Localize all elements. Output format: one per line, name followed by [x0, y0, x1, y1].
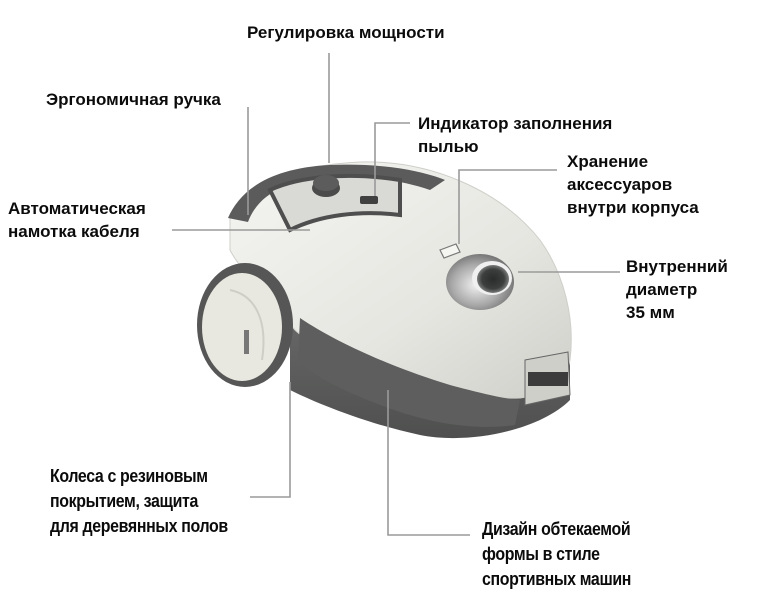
callout-line: Дизайн обтекаемой [482, 518, 631, 539]
leader-storage [458, 169, 557, 244]
side-panel [298, 318, 520, 427]
leader-design [387, 390, 470, 536]
callout-inner-diameter: Внутренний диаметр 35 мм [626, 255, 728, 324]
control-panel [267, 173, 402, 233]
leader-lines [172, 53, 620, 536]
callout-line: Хранение [567, 152, 649, 171]
callout-dust-indicator: Индикатор заполнения пылью [418, 112, 612, 158]
callout-line: Регулировка мощности [247, 23, 445, 42]
callout-ergonomic-handle: Эргономичная ручка [46, 88, 221, 111]
callout-cable-rewind: Автоматическая намотка кабеля [8, 197, 146, 243]
callout-line: Внутренний [626, 257, 728, 276]
callout-line: аксессуаров [567, 175, 673, 194]
callout-line: для деревянных полов [50, 515, 228, 536]
wheel-hub [202, 273, 282, 381]
callout-line: Эргономичная ручка [46, 90, 221, 109]
callout-line: Автоматическая [8, 199, 146, 218]
hose-inlet-hole [477, 265, 509, 293]
callout-power-control: Регулировка мощности [247, 21, 445, 44]
callout-line: Индикатор заполнения [418, 114, 613, 133]
callout-line: Колеса с резиновым [50, 465, 208, 486]
callout-line: намотка кабеля [8, 222, 140, 241]
callout-line: диаметр [626, 280, 698, 299]
callout-line: внутри корпуса [567, 198, 699, 217]
callout-line: формы в стиле [482, 543, 600, 564]
callout-line: пылью [418, 137, 479, 156]
callout-line: 35 мм [626, 303, 675, 322]
callout-line: спортивных машин [482, 568, 632, 589]
callout-line: покрытием, защита [50, 490, 198, 511]
leader-dust [374, 122, 410, 196]
callout-accessory-storage: Хранение аксессуаров внутри корпуса [567, 150, 699, 219]
callout-streamlined-design: Дизайн обтекаемой формы в стиле спортивн… [482, 516, 631, 591]
callout-rubber-wheels: Колеса с резиновым покрытием, защита для… [50, 463, 228, 538]
storage-latch [439, 243, 461, 259]
leader-wheels [250, 382, 291, 498]
dust-indicator [360, 196, 378, 204]
